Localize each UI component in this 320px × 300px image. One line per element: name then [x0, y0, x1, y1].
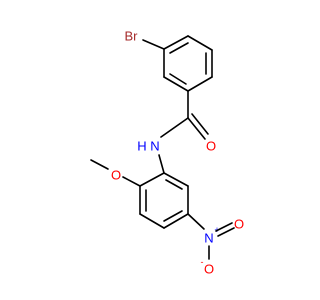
nitro-nitrogen-label: N: [204, 231, 213, 246]
double-bond-inner: [169, 73, 187, 85]
bond-ring-methoxy-oxygen: [122, 176, 141, 187]
bond: [163, 172, 189, 187]
methoxy-oxygen-label: O: [111, 168, 121, 183]
amide-nitrogen-label: N: [150, 139, 159, 154]
bond-nitrogen-ring: [158, 154, 165, 174]
bond-carbonyl-nitrogen: [160, 117, 189, 138]
bond-c-br: [142, 39, 165, 50]
bond-nitro-oxygen-top-double-inner: [217, 227, 235, 237]
bond: [187, 35, 213, 51]
double-bond-inner: [163, 210, 183, 222]
bromophenyl-ring: [163, 35, 213, 92]
nitro-oxygen-bottom-label: O: [204, 262, 214, 277]
bond-ring-nitro: [187, 213, 205, 230]
bond: [163, 213, 189, 229]
bromine-atom-label: Br: [125, 29, 139, 44]
bond: [187, 76, 213, 92]
bond: [163, 76, 189, 92]
carbonyl-oxygen-label: O: [206, 139, 216, 154]
methoxy-nitrophenyl-ring: [139, 172, 189, 229]
double-bond-inner: [165, 179, 183, 190]
molecule-structure: Br O H N O N + O O -: [90, 29, 244, 277]
bond-carbonyl-double: [187, 117, 206, 140]
double-bond-inner: [169, 42, 189, 54]
bond: [163, 35, 189, 50]
bond-carbonyl-double-inner: [191, 113, 209, 135]
nitro-oxygen-top-label: O: [234, 217, 244, 232]
bond-methoxy-methyl: [90, 159, 109, 170]
bond: [139, 213, 165, 229]
nitro-oxygen-charge: -: [201, 257, 204, 267]
amide-hydrogen-label: H: [137, 139, 146, 154]
bond-nitro-oxygen-top-double: [215, 222, 233, 232]
bond: [139, 172, 165, 187]
